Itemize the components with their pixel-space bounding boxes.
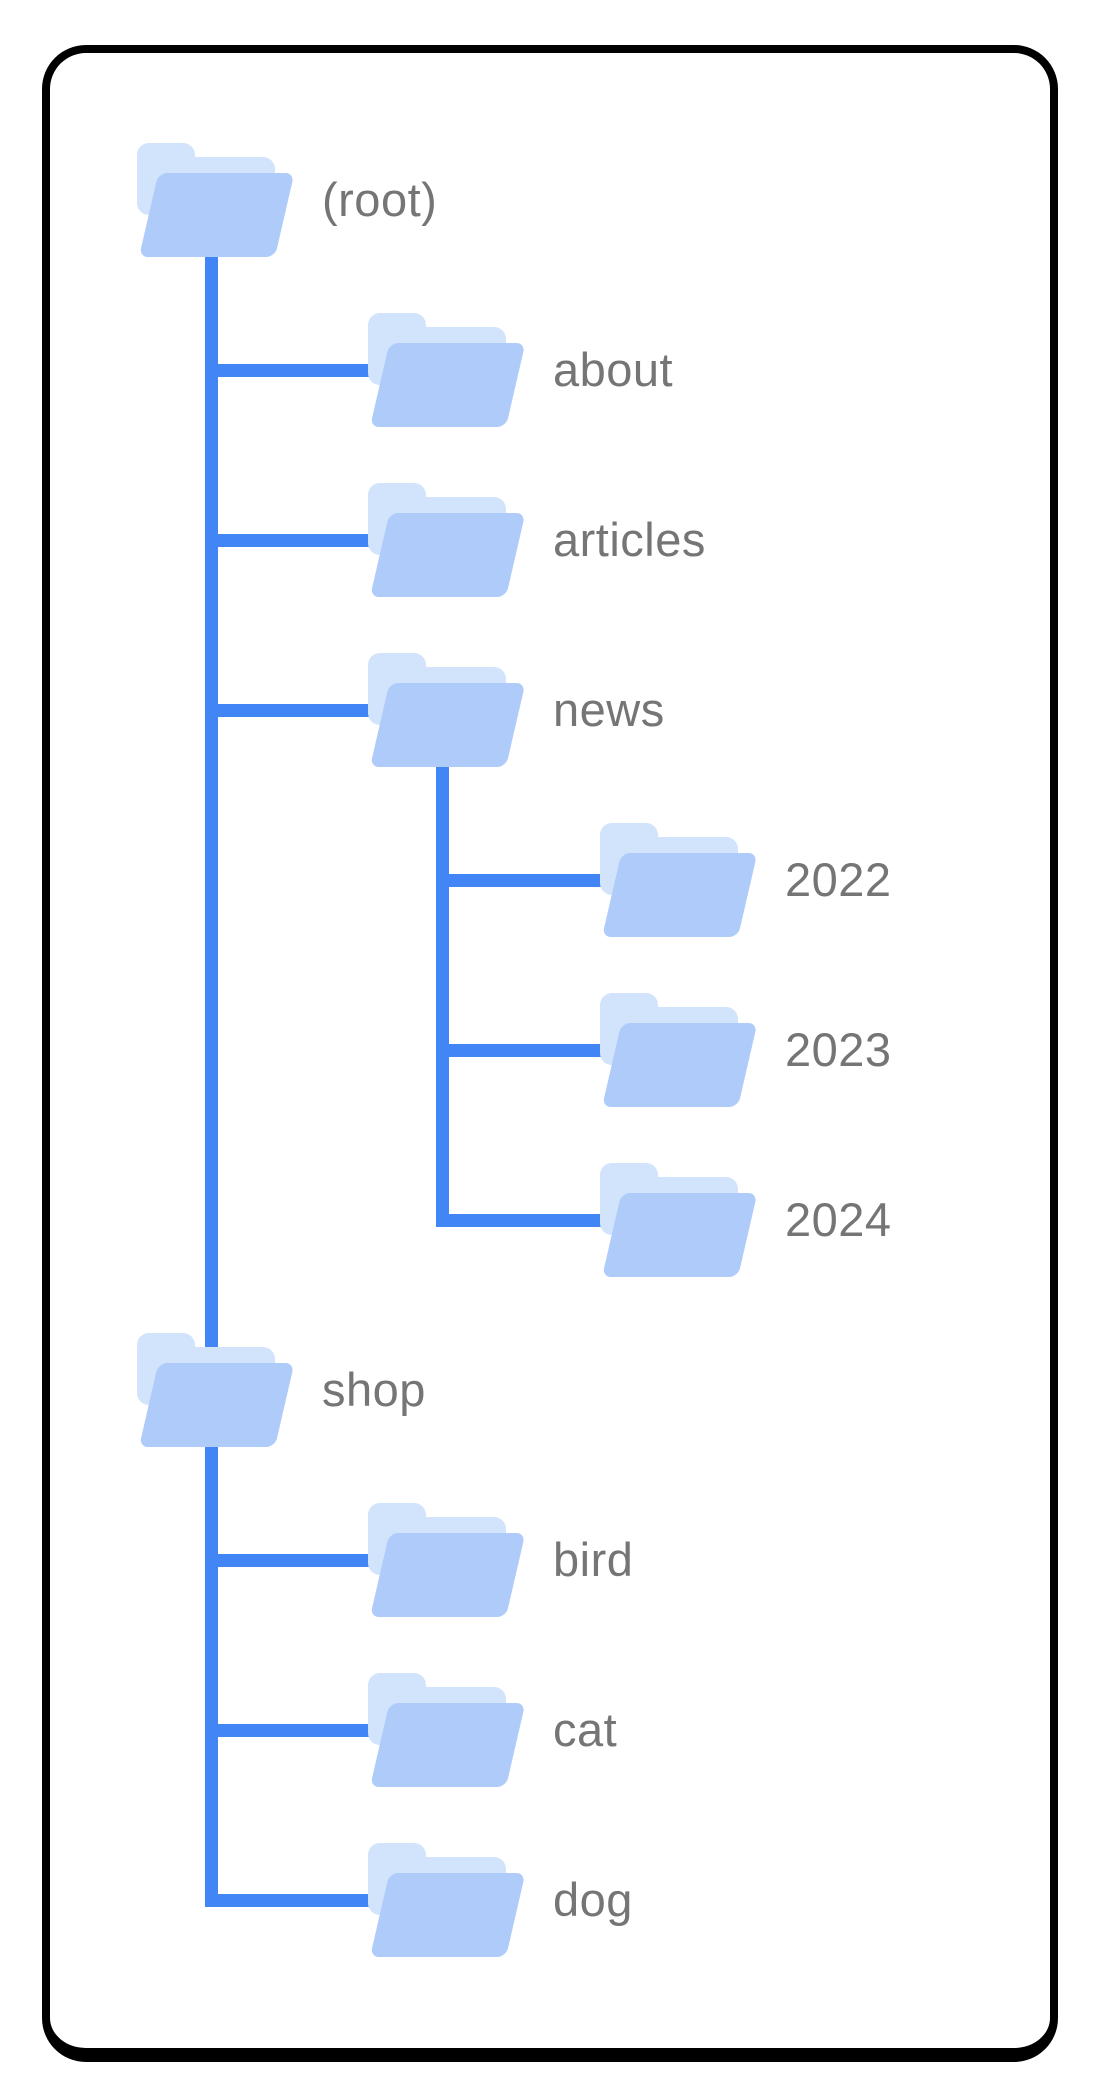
folder-front-shape [370,343,526,427]
folder-front-shape [370,1873,526,1957]
folder-icon-articles [368,483,526,597]
folder-front-shape [370,513,526,597]
tree-label-bird: bird [553,1533,634,1586]
tree-branch-line-y2024 [435,1213,612,1227]
folder-front-shape [139,1363,295,1447]
tree-label-dog: dog [553,1873,633,1926]
folder-icon-shop [137,1333,295,1447]
tree-label-y2024: 2024 [785,1193,892,1246]
tree-branch-line-bird [204,1553,380,1567]
folder-front-shape [370,683,526,767]
folder-icon-cat [368,1673,526,1787]
tree-label-articles: articles [553,513,706,566]
tree-branch-line-about [204,363,380,377]
folder-icon-news [368,653,526,767]
tree-branch-line-news [204,703,380,717]
tree-label-shop: shop [322,1363,426,1416]
folder-front-shape [602,853,758,937]
tree-branch-line-y2023 [435,1043,612,1057]
folder-icon-bird [368,1503,526,1617]
tree-label-about: about [553,343,674,396]
folder-front-shape [139,173,295,257]
folder-icon-y2022 [600,823,758,937]
tree-label-cat: cat [553,1703,618,1756]
folder-front-shape [370,1703,526,1787]
tree-branch-line-dog [204,1893,380,1907]
folder-front-shape [370,1533,526,1617]
folder-icon-root [137,143,295,257]
tree-branch-line-articles [204,533,380,547]
tree-branch-line-cat [204,1723,380,1737]
tree-label-news: news [553,683,665,736]
folder-icon-about [368,313,526,427]
tree-label-y2022: 2022 [785,853,892,906]
folder-icon-dog [368,1843,526,1957]
folder-front-shape [602,1023,758,1107]
folder-icon-y2024 [600,1163,758,1277]
tree-label-y2023: 2023 [785,1023,892,1076]
folder-icon-y2023 [600,993,758,1107]
folder-front-shape [602,1193,758,1277]
tree-trunk-line-root [204,257,218,1397]
tree-trunk-line-news [435,767,449,1227]
tree-branch-line-y2022 [435,873,612,887]
tree-label-root: (root) [322,173,438,226]
tree-trunk-line-shop [204,1447,218,1907]
